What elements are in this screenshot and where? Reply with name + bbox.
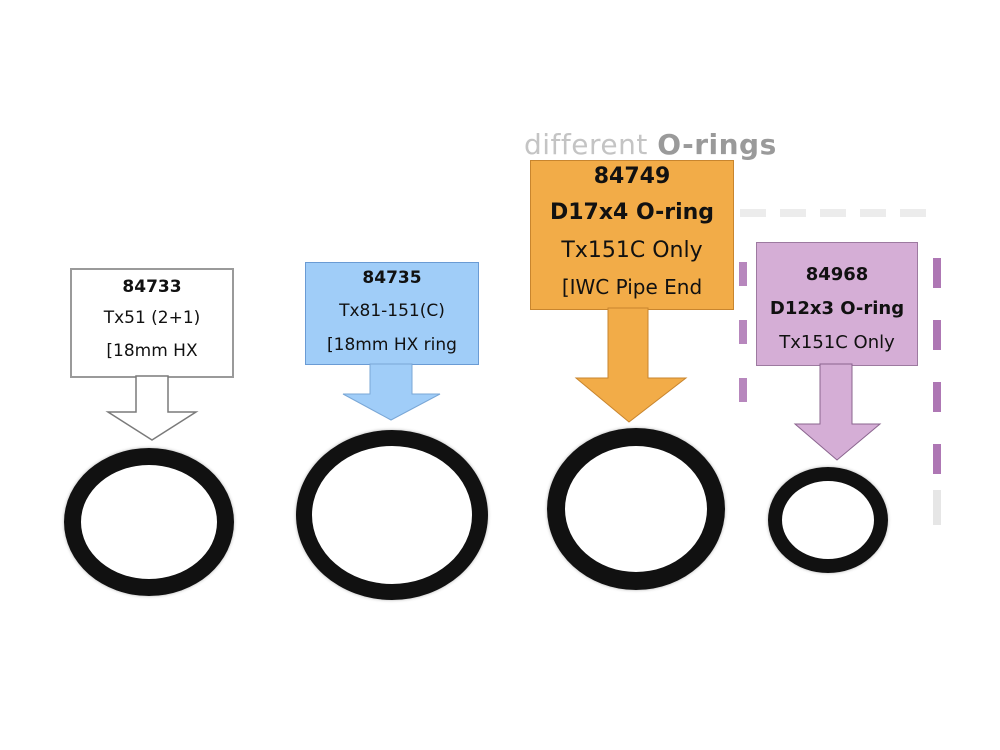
o-ring-84749 bbox=[547, 428, 725, 590]
label-line-2: Tx151C Only bbox=[561, 238, 703, 263]
background-heading: different O-rings bbox=[524, 128, 777, 160]
o-ring-84968 bbox=[768, 467, 888, 573]
label-84733: 84733 Tx51 (2+1) [18mm HX bbox=[70, 268, 234, 378]
arrow-down-icon bbox=[342, 363, 441, 421]
label-code: 84735 bbox=[362, 268, 422, 288]
arrow-down-icon bbox=[793, 363, 882, 461]
label-code: 84733 bbox=[122, 277, 182, 297]
arrow-down-icon bbox=[574, 307, 688, 423]
label-line-1: Tx81-151(C) bbox=[339, 301, 445, 321]
label-code: 84749 bbox=[593, 164, 671, 189]
label-84749: 84749 D17x4 O-ring Tx151C Only [IWC Pipe… bbox=[530, 160, 734, 310]
background-heading-light: different bbox=[524, 128, 658, 160]
label-84968: 84968 D12x3 O-ring Tx151C Only bbox=[756, 242, 918, 366]
label-line-2: Tx151C Only bbox=[779, 332, 895, 353]
background-heading-bold: O-rings bbox=[657, 128, 777, 160]
label-84735: 84735 Tx81-151(C) [18mm HX ring bbox=[305, 262, 479, 365]
label-line-2: [18mm HX ring bbox=[327, 335, 457, 355]
label-line-1: D17x4 O-ring bbox=[549, 200, 715, 225]
label-code: 84968 bbox=[805, 264, 869, 285]
label-line-3: [IWC Pipe End bbox=[561, 275, 703, 299]
label-line-2: [18mm HX bbox=[106, 341, 198, 361]
label-line-1: D12x3 O-ring bbox=[769, 298, 905, 319]
o-ring-84733 bbox=[64, 448, 234, 596]
arrow-down-icon bbox=[105, 375, 199, 441]
o-ring-84735 bbox=[296, 430, 488, 600]
label-line-1: Tx51 (2+1) bbox=[103, 308, 201, 328]
